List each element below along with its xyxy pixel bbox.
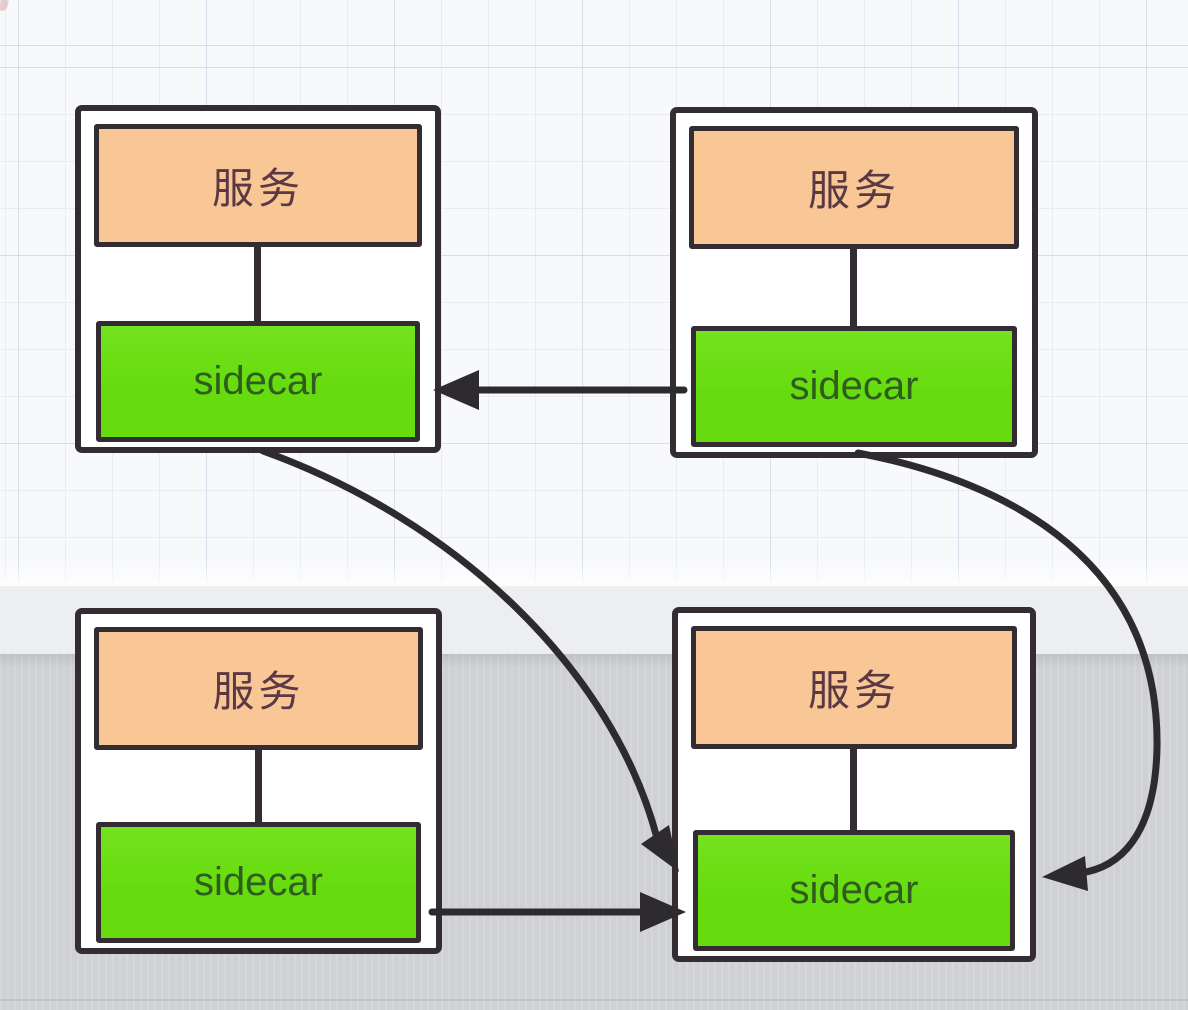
service-label: 服务 <box>212 668 305 715</box>
arrowhead-right-icon <box>640 892 686 932</box>
service-label: 服务 <box>807 667 900 714</box>
arrow-shaft <box>259 447 661 842</box>
arrow-bottomleft-sidecar-to-bottomright-sidecar <box>428 892 686 932</box>
arrowhead-downright-icon <box>641 825 679 872</box>
arrow-topright-sidecar-to-bottomright-sidecar <box>854 449 1161 891</box>
sidecar-label: sidecar <box>193 359 323 403</box>
service-box: 服务 <box>691 626 1017 749</box>
service-box: 服务 <box>689 126 1019 249</box>
service-node-bottom-right: 服务 sidecar <box>672 607 1036 962</box>
sidecar-label: sidecar <box>789 364 919 408</box>
sidecar-label: sidecar <box>789 868 919 912</box>
service-label: 服务 <box>211 165 304 212</box>
arrowhead-left-icon <box>433 370 479 410</box>
sidecar-label: sidecar <box>194 860 323 904</box>
sidecar-box: sidecar <box>96 822 421 943</box>
service-box: 服务 <box>94 627 423 750</box>
floor-seam-line <box>0 999 1188 1001</box>
arrow-topright-sidecar-to-topleft-sidecar <box>433 370 688 410</box>
service-label: 服务 <box>807 167 900 214</box>
sidecar-box: sidecar <box>691 326 1017 447</box>
sidecar-box: sidecar <box>693 830 1015 951</box>
service-node-top-right: 服务 sidecar <box>670 107 1038 458</box>
arrow-topleft-sidecar-to-bottomright-sidecar <box>259 447 679 872</box>
arrowhead-left-icon <box>1042 856 1088 891</box>
service-sidecar-connector <box>254 245 261 339</box>
service-node-bottom-left: 服务 sidecar <box>75 608 442 954</box>
service-sidecar-connector <box>254 748 262 842</box>
service-node-top-left: 服务 sidecar <box>75 105 441 453</box>
service-sidecar-connector <box>850 247 857 341</box>
arrow-shaft <box>854 449 1161 877</box>
service-box: 服务 <box>94 124 422 247</box>
service-sidecar-connector <box>850 747 857 841</box>
sidecar-box: sidecar <box>96 321 420 442</box>
